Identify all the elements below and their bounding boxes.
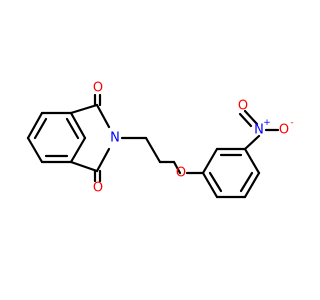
propyl-chain (120, 136, 182, 175)
aromatic-bond (33, 117, 48, 140)
bond (95, 147, 111, 173)
bond (201, 147, 219, 175)
charge-o-nitro: - (290, 118, 293, 128)
aromatic-bond (65, 117, 80, 140)
bond (243, 134, 261, 151)
bond (243, 109, 259, 126)
bond (144, 136, 162, 164)
molecule-diagram: O O N O N + O O - (26, 81, 294, 199)
phthalimide-benzene-ring (26, 111, 87, 164)
aromatic-bond (208, 171, 223, 193)
nitrophenyl-ring (201, 147, 261, 199)
bond (69, 136, 87, 164)
aromatic-bond (239, 171, 254, 193)
atom-o-carbonyl-bottom: O (93, 181, 103, 196)
bond (26, 136, 44, 164)
atom-o-nitro-left: O (238, 99, 248, 114)
imide-ring (69, 93, 111, 183)
bond (201, 171, 219, 199)
bond (243, 171, 261, 199)
bond (172, 160, 182, 175)
bond (243, 147, 261, 175)
atom-o-carbonyl-top: O (93, 81, 103, 96)
atom-o-nitro-right: O (279, 123, 289, 138)
bond (95, 103, 111, 129)
atom-n-nitro: N (254, 123, 264, 138)
nitro-group (238, 109, 280, 151)
bond (26, 111, 44, 140)
bond (69, 160, 99, 173)
structure-svg: O O N O N + O O - (26, 81, 294, 199)
charge-n-nitro: + (263, 118, 271, 128)
atom-n-imide: N (110, 131, 120, 146)
bond (69, 111, 87, 140)
bond (238, 112, 253, 128)
atom-o-ether: O (176, 166, 186, 181)
bond (69, 103, 99, 115)
